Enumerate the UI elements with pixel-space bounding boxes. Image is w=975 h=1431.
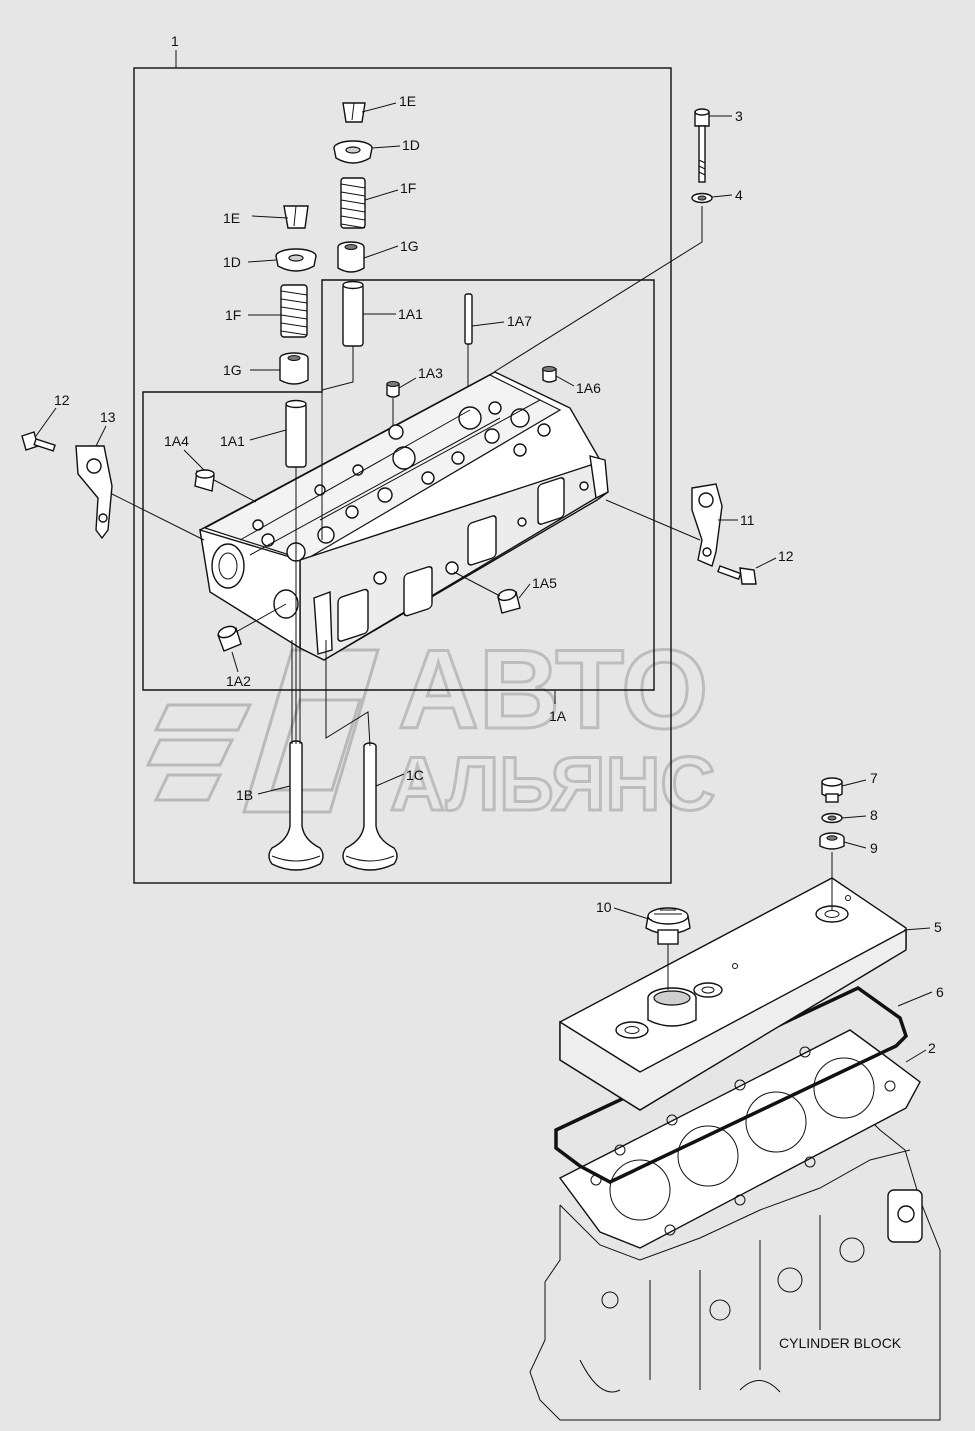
label-8: 8 (870, 807, 878, 823)
seal-1G-right (337, 241, 365, 273)
plug-7 (821, 777, 843, 803)
cover-gasket-6 (554, 985, 909, 1184)
label-1G-left: 1G (223, 362, 242, 378)
plug-1A3 (386, 381, 400, 430)
label-9: 9 (870, 840, 878, 856)
label-1B: 1B (236, 787, 253, 803)
label-1E-left: 1E (223, 210, 240, 226)
label-4: 4 (735, 187, 743, 203)
label-1A4: 1A4 (164, 433, 189, 449)
label-1F-left: 1F (225, 307, 241, 323)
bolt-12-right (717, 565, 757, 585)
label-7: 7 (870, 770, 878, 786)
assembly-frame-1 (133, 67, 672, 884)
bolt-3 (694, 108, 710, 183)
label-1A1-left: 1A1 (220, 433, 245, 449)
label-1A3: 1A3 (418, 365, 443, 381)
plug-1A4 (194, 469, 215, 492)
label-1A: 1A (549, 708, 567, 724)
centerlines (107, 206, 703, 747)
washer-8 (821, 812, 843, 824)
intake-valve-1B (268, 740, 324, 871)
cylinder-head-1A (199, 371, 609, 661)
label-assembly: 1 (171, 33, 179, 49)
label-10: 10 (596, 899, 612, 915)
valve-cover-5 (559, 877, 907, 1111)
label-1A1-right: 1A1 (398, 306, 423, 322)
label-1A6: 1A6 (576, 380, 601, 396)
label-13: 13 (100, 409, 116, 425)
retainer-1E-right (342, 102, 366, 123)
spring-1F-right (340, 177, 366, 229)
label-6: 6 (936, 984, 944, 1000)
watermark-line-2: АЛЬЯНС (390, 742, 715, 827)
label-1A2: 1A2 (226, 673, 251, 689)
label-1C: 1C (406, 767, 424, 783)
washer-4 (691, 192, 713, 204)
exhaust-valve-1C (342, 742, 398, 871)
oil-filler-neck (647, 987, 697, 1027)
valve-train-right (333, 102, 373, 347)
seat-1D-right (333, 140, 373, 164)
label-12-right: 12 (778, 548, 794, 564)
spring-1F-left (280, 284, 308, 338)
seal-1G-left (279, 352, 309, 385)
cylinder-block (529, 1119, 941, 1421)
label-1D-left: 1D (223, 254, 241, 270)
guide-1A1-left (285, 399, 307, 468)
leader-lines (35, 102, 933, 1063)
plug-1A2 (217, 625, 242, 652)
hanger-13 (75, 445, 113, 540)
label-1G-right: 1G (400, 238, 419, 254)
valve-train-left (275, 205, 317, 468)
label-1A5: 1A5 (532, 575, 557, 591)
label-1D-right: 1D (402, 137, 420, 153)
plug-1A6 (542, 366, 557, 383)
retainer-1E-left (283, 205, 309, 229)
plug-1A5 (497, 588, 521, 614)
bolt-12-left (21, 431, 56, 452)
label-cylinder-block: CYLINDER BLOCK (779, 1335, 902, 1351)
label-11: 11 (740, 512, 755, 528)
label-3: 3 (735, 108, 743, 124)
label-1F-right: 1F (400, 180, 416, 196)
guide-1A1-right (342, 280, 364, 347)
label-2: 2 (928, 1040, 936, 1056)
part-labels: 1 1E 1D 1F 1G 1E 1D 1F 1G 1A1 1A1 1A7 1A… (54, 33, 944, 1351)
seat-1D-left (275, 248, 317, 272)
label-12-left: 12 (54, 392, 70, 408)
watermark-logo (145, 648, 381, 814)
grommet-9 (819, 832, 845, 910)
oil-cap-10 (645, 907, 691, 990)
label-5: 5 (934, 919, 942, 935)
label-1A7: 1A7 (507, 313, 532, 329)
label-1E-right: 1E (399, 93, 416, 109)
hanger-11 (691, 483, 723, 567)
